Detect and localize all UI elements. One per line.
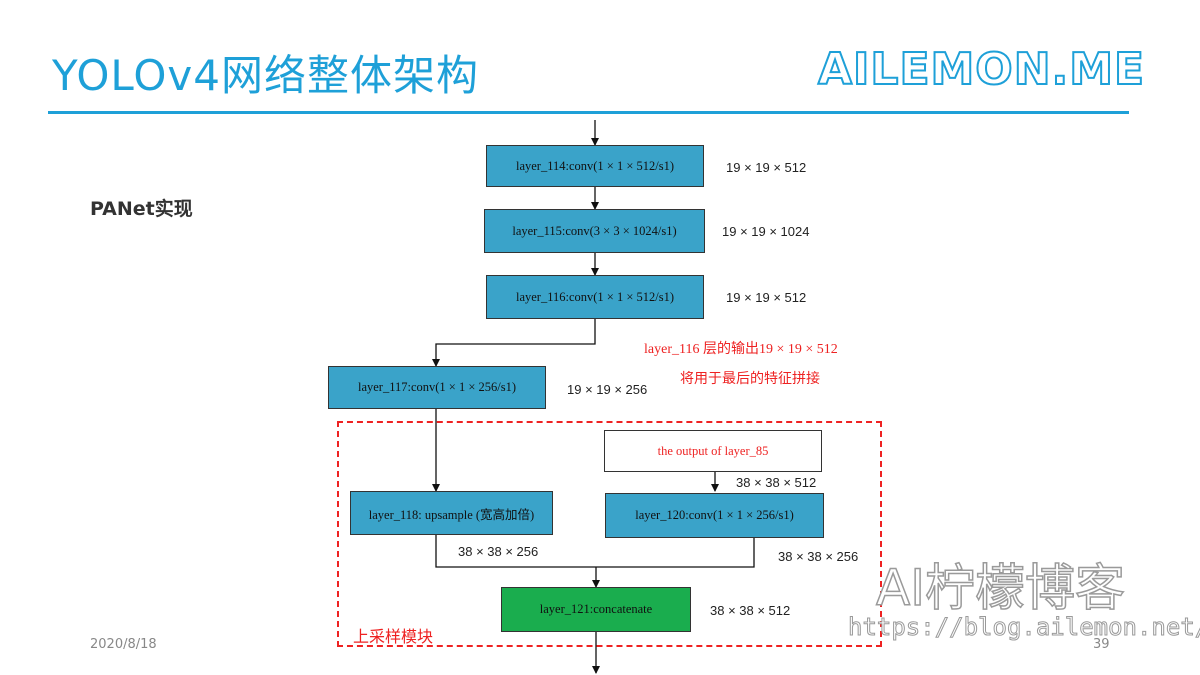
line-118-merge — [435, 535, 755, 568]
layer-120-box: layer_120:conv(1 × 1 × 256/s1) — [605, 493, 824, 538]
layer-117-dim: 19 × 19 × 256 — [567, 382, 648, 397]
layer-121-box: layer_121:concatenate — [501, 587, 691, 632]
layer-117-box: layer_117:conv(1 × 1 × 256/s1) — [328, 366, 546, 409]
watermark-blog-url: https://blog.ailemon.net/ — [847, 613, 1200, 642]
layer-116-note-line2: 将用于最后的特征拼接 — [680, 372, 820, 387]
slide-page-number: 39 — [1093, 637, 1110, 652]
layer-85-output-box: the output of layer_85 — [604, 430, 822, 472]
title-divider — [48, 111, 1129, 114]
layer-85-output-dim: 38 × 38 × 512 — [736, 475, 817, 490]
layer-116-dim: 19 × 19 × 512 — [726, 290, 807, 305]
slide-title: YOLOv4网络整体架构 — [52, 51, 479, 100]
layer-116-note-line1: layer_116 层的输出19 × 19 × 512 — [644, 342, 838, 357]
watermark-blog-name: AI柠檬博客 — [875, 558, 1125, 618]
layer-115-dim: 19 × 19 × 1024 — [722, 224, 810, 239]
layer-116-box: layer_116:conv(1 × 1 × 512/s1) — [486, 275, 704, 319]
layer-115-box: layer_115:conv(3 × 3 × 1024/s1) — [484, 209, 705, 253]
layer-118-dim: 38 × 38 × 256 — [458, 544, 539, 559]
layer-114-box: layer_114:conv(1 × 1 × 512/s1) — [486, 145, 704, 187]
arrow-116-117 — [432, 319, 596, 367]
brand-logo: AILEMON.ME — [817, 43, 1146, 96]
upsample-module-frame — [337, 421, 882, 647]
layer-118-box: layer_118: upsample (宽高加倍) — [350, 491, 553, 535]
layer-114-dim: 19 × 19 × 512 — [726, 160, 807, 175]
slide-date: 2020/8/18 — [90, 637, 157, 652]
upsample-module-label: 上采样模块 — [353, 627, 434, 646]
section-subtitle: PANet实现 — [90, 198, 193, 220]
layer-120-dim: 38 × 38 × 256 — [778, 549, 859, 564]
layer-121-dim: 38 × 38 × 512 — [710, 603, 791, 618]
